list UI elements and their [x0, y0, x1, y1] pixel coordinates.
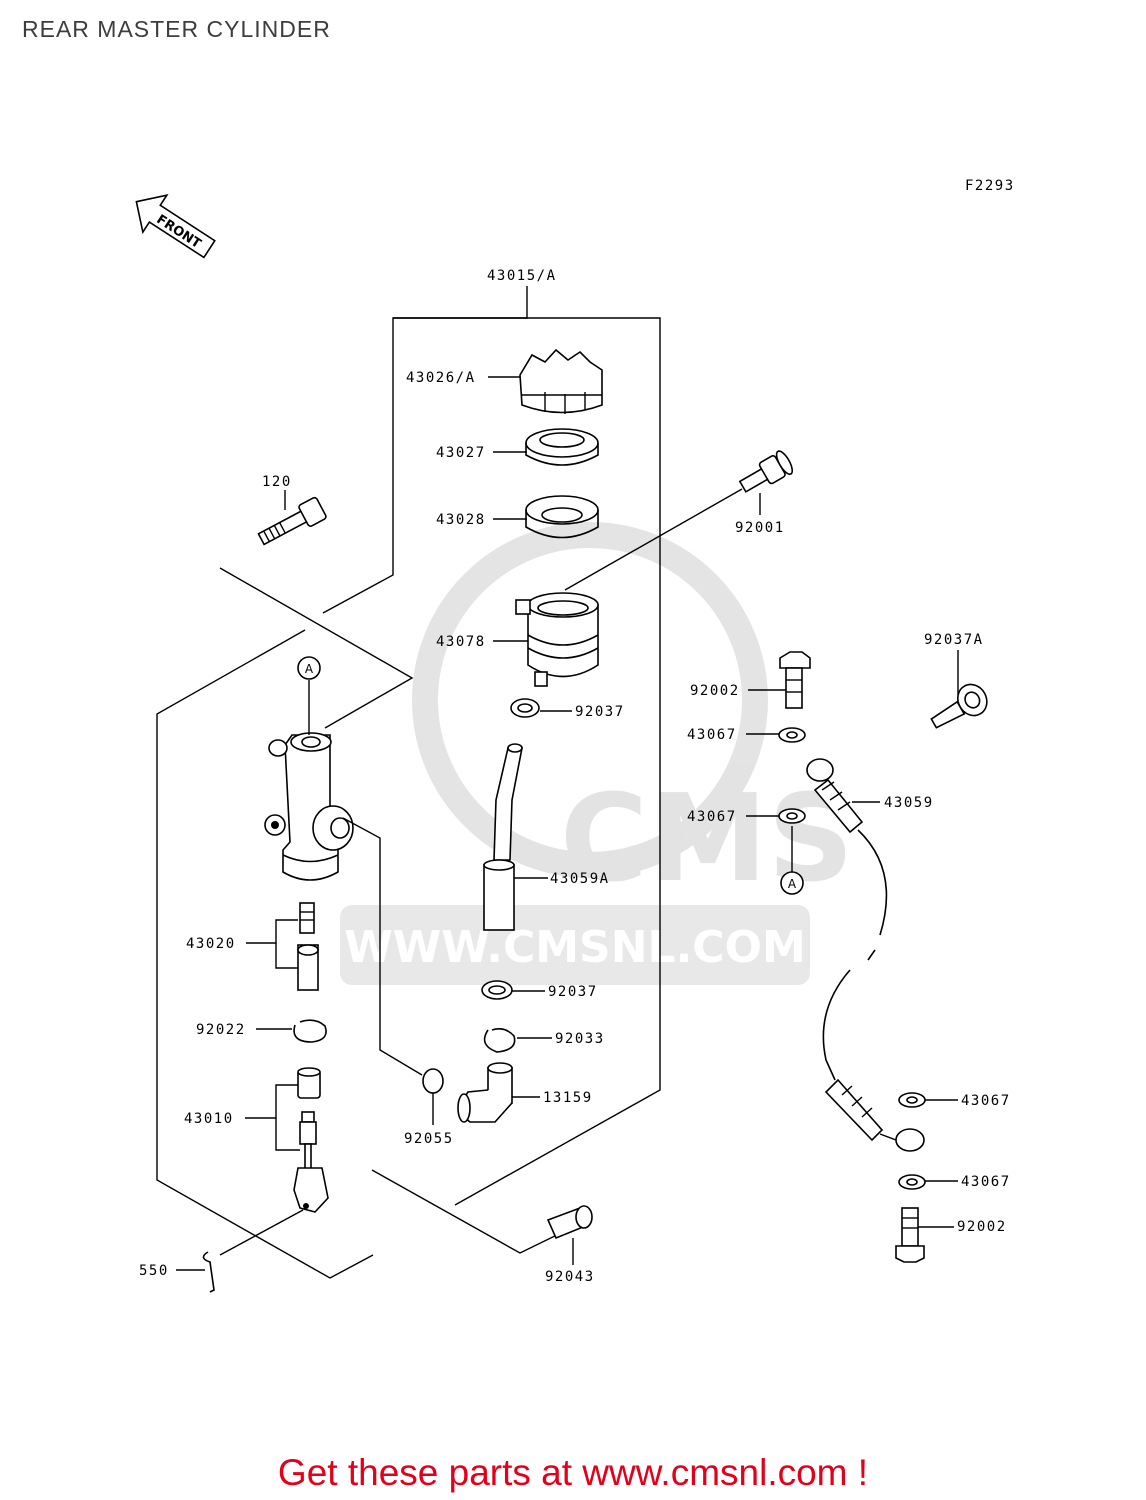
push-rod-part: [293, 1067, 329, 1213]
ref-marker-a-cylinder: A: [297, 656, 321, 735]
callout-43027: 43027: [436, 445, 486, 461]
svg-text:A: A: [788, 877, 797, 891]
reservoir-cap-part: [519, 348, 603, 414]
brake-hose-part: [806, 758, 925, 1152]
washer-lower-b: [898, 1174, 926, 1190]
leader-lines: [176, 376, 959, 1271]
cotter-pin-part: [202, 1251, 215, 1293]
banjo-bolt-92002-upper-part: [779, 651, 811, 709]
parts-diagram: CMS WWW.CMSNL.COM F2293 FRONT: [135, 178, 1015, 1293]
callout-43015a: 43015/A: [487, 268, 557, 284]
footer-promo-link[interactable]: Get these parts at www.cmsnl.com !: [277, 1452, 869, 1493]
callout-550: 550: [139, 1263, 169, 1279]
watermark-brand: CMS: [560, 770, 854, 909]
callout-92033: 92033: [555, 1031, 605, 1047]
callout-92022: 92022: [196, 1022, 246, 1038]
callout-43067-d: 43067: [961, 1174, 1011, 1190]
assembly-frames: [156, 286, 661, 1279]
reservoir-tank-part: [515, 592, 599, 687]
o-ring-part: [422, 1068, 444, 1094]
svg-text:A: A: [305, 662, 314, 676]
callout-43020: 43020: [186, 936, 236, 952]
circlip-part: [483, 1028, 516, 1053]
callout-92055: 92055: [404, 1131, 454, 1147]
callout-92037-lower: 92037: [548, 984, 598, 1000]
washer-lower-a: [898, 1092, 926, 1108]
callout-43067-c: 43067: [961, 1093, 1011, 1109]
hose-clamp-lower-part: [481, 980, 513, 1000]
figure-code: F2293: [965, 178, 1015, 194]
clevis-pin-part: [546, 1205, 593, 1240]
watermark-url: WWW.CMSNL.COM: [344, 922, 806, 973]
hose-clamp-92037a-part: [930, 683, 988, 729]
callout-92043: 92043: [545, 1269, 595, 1285]
master-cylinder-body-part: [264, 732, 354, 881]
callout-92001: 92001: [735, 520, 785, 536]
hose-fitting-part: [457, 1062, 513, 1123]
callout-43078: 43078: [436, 634, 486, 650]
diaphragm-plate-part: [525, 428, 599, 466]
callout-43026a: 43026/A: [406, 370, 476, 386]
banjo-bolt-92002-lower-part: [895, 1207, 925, 1263]
banjo-bolt-upper-part: [738, 450, 794, 493]
callout-43059: 43059: [884, 795, 934, 811]
retaining-ring-part: [293, 1019, 327, 1043]
piston-part: [297, 902, 319, 991]
cms-watermark: CMS WWW.CMSNL.COM: [340, 522, 854, 985]
diaphragm-part: [525, 495, 599, 539]
ref-marker-a-hose: A: [780, 826, 804, 895]
page-title: REAR MASTER CYLINDER: [22, 16, 331, 42]
callout-43059a: 43059A: [550, 871, 610, 887]
hose-clamp-upper-part: [510, 698, 540, 718]
callout-92037-upper: 92037: [575, 704, 625, 720]
callout-120: 120: [262, 474, 292, 490]
callout-43067-b: 43067: [687, 809, 737, 825]
callout-43028: 43028: [436, 512, 486, 528]
callout-13159: 13159: [543, 1090, 593, 1106]
callout-92002-lower: 92002: [957, 1219, 1007, 1235]
washer-upper-a: [778, 727, 806, 743]
mounting-bolt-part: [257, 496, 327, 546]
part-callouts: 43015/A 43026/A 43027 43028 43078 92037 …: [139, 268, 1011, 1285]
callout-92037a: 92037A: [924, 632, 984, 648]
callout-43067-a: 43067: [687, 727, 737, 743]
washer-upper-b: [778, 808, 806, 824]
callout-92002-upper: 92002: [690, 683, 740, 699]
reservoir-hose-part: [483, 743, 523, 931]
callout-43010: 43010: [184, 1111, 234, 1127]
front-direction-indicator: FRONT: [135, 194, 216, 259]
